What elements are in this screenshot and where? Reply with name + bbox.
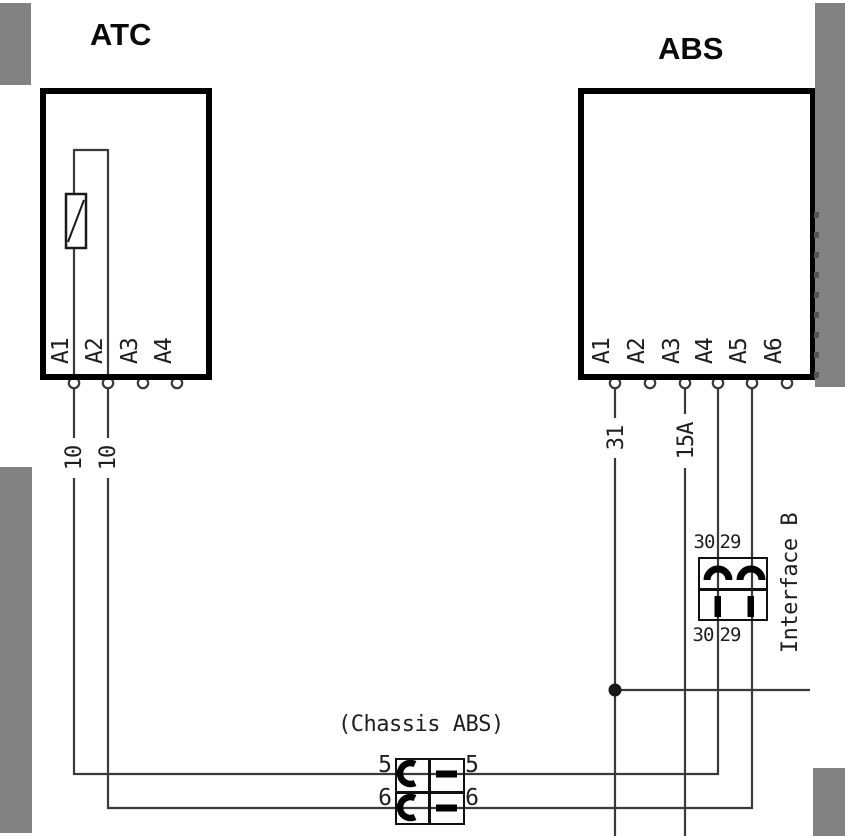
interface-b-connector [698,557,768,621]
gray-mask-left [0,467,32,833]
pin-bar-icon [714,596,721,617]
wire-atc-a2-abs-a5 [106,389,754,810]
abs-box [578,88,816,380]
interface-b-bottom-30: 30 [692,624,715,646]
chassis-pin-5-left: 5 [378,752,392,778]
chassis-horizontal-divider [397,791,463,794]
interface-b-divider [700,588,766,591]
gray-mask-top-left [0,3,31,85]
interface-b-name: Interface B [777,512,803,654]
pin-circles [67,376,794,390]
interface-b-pin-icons [714,596,754,617]
atc-internal-wire [72,148,110,378]
abs-pin-label-a5: A5 [726,338,752,364]
atc-box [40,88,212,380]
interface-b-socket-icons [703,565,766,581]
pin-bar-icon [436,804,457,812]
chassis-pin-6-left: 6 [378,785,392,811]
gray-mask-bottom-right [813,768,845,836]
socket-arc-icon [736,565,766,581]
pin-bar-icon [436,770,457,778]
interface-b-top-30: 30 [693,531,716,553]
abs-right-edge-pin-marks [814,212,819,384]
wire-junction-dot [608,683,622,697]
wire-label-10-b: 10 [96,438,121,478]
interface-b-top-29: 29 [719,531,742,553]
atc-title: ATC [90,17,152,52]
chassis-abs-caption: (Chassis ABS) [338,711,504,737]
chassis-pin-icons [436,770,457,812]
abs-pin-label-a2: A2 [624,338,650,364]
interface-b-bottom-29: 29 [719,624,742,646]
atc-pin-label-a1: A1 [48,338,74,364]
resistor-diagonal [67,199,85,243]
wire-label-15a: 15A [674,414,699,468]
abs-title: ABS [658,31,724,66]
chassis-abs-connector [395,758,465,825]
socket-arc-icon [703,565,733,581]
atc-pin-label-a3: A3 [117,338,143,364]
wire-label-31: 31 [604,418,629,458]
abs-pin-label-a3: A3 [659,338,685,364]
atc-pin-label-a4: A4 [151,338,177,364]
socket-arc-icon [396,759,417,788]
pin-bar-icon [747,596,754,617]
chassis-socket-icons [396,759,417,822]
wire-label-10-a: 10 [62,438,87,478]
chassis-pin-5-right: 5 [465,752,479,778]
abs-pin-label-a1: A1 [589,338,615,364]
abs-pin-label-a4: A4 [692,338,718,364]
atc-pin-label-a2: A2 [82,338,108,364]
gray-mask-right [815,3,845,387]
abs-pin-label-a6: A6 [761,338,787,364]
socket-arc-icon [396,793,417,822]
chassis-pin-6-right: 6 [465,785,479,811]
